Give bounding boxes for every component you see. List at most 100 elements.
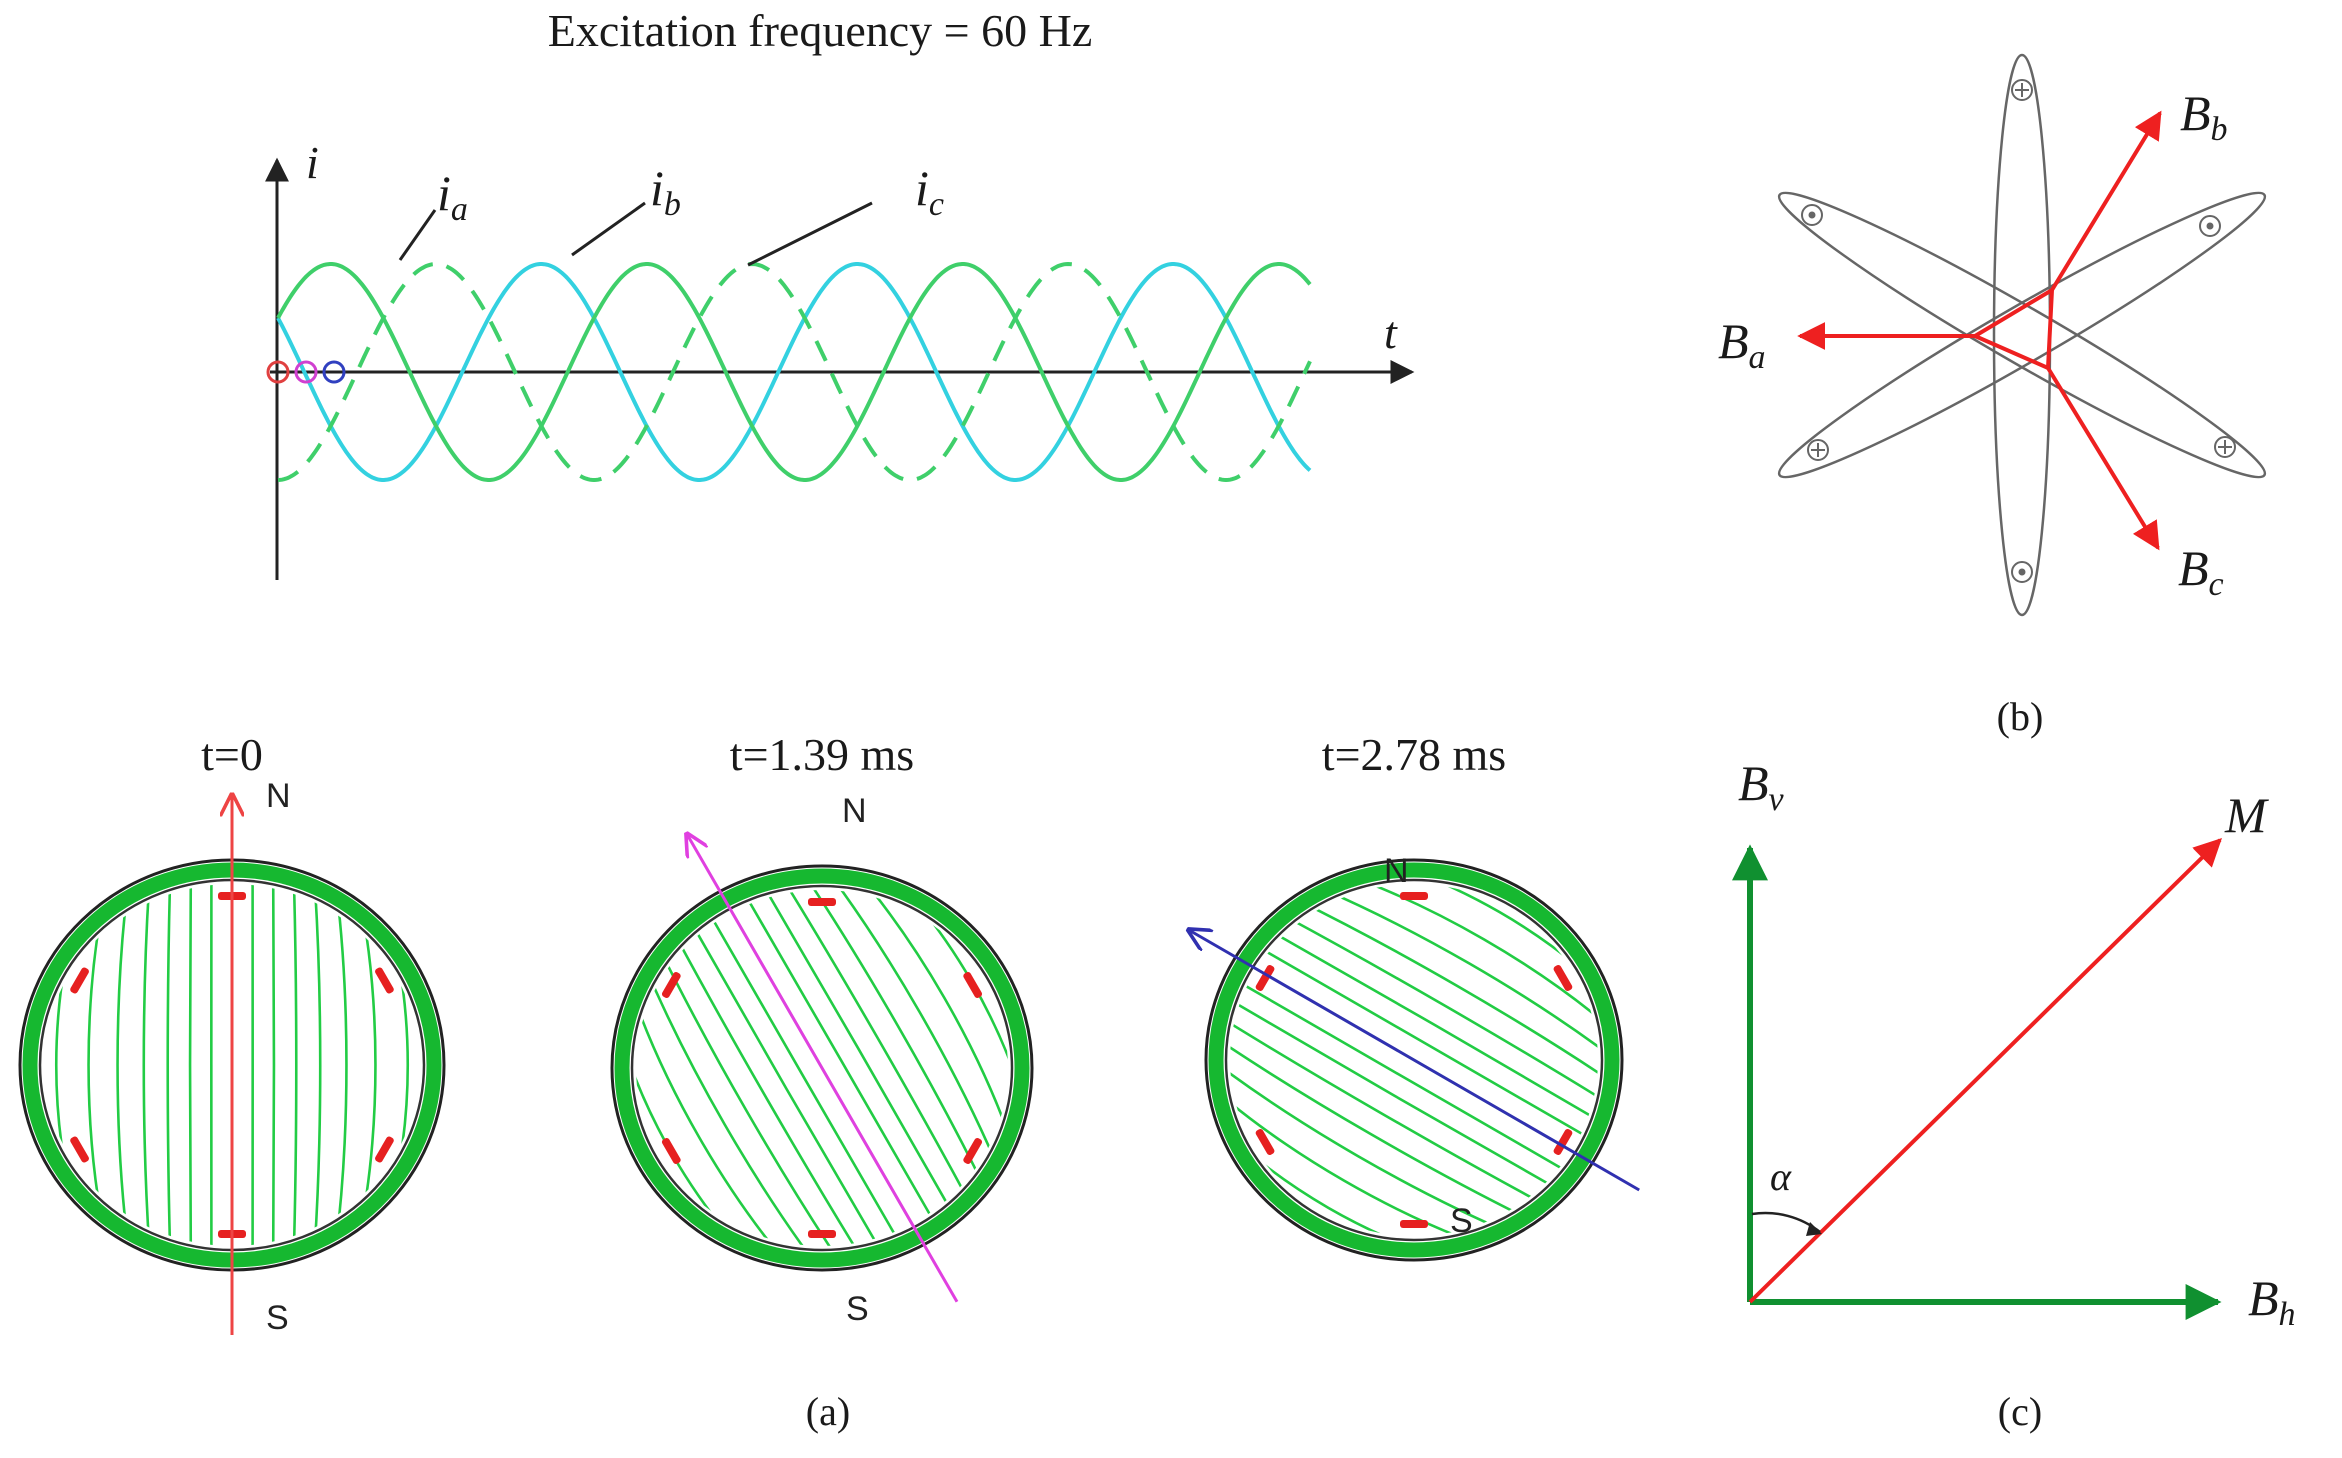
magnet-segment bbox=[963, 971, 983, 999]
conductor-lower-right bbox=[2214, 436, 2236, 458]
current-b-curve bbox=[277, 261, 1312, 483]
label-bh: Bh bbox=[2248, 1270, 2296, 1333]
magnet-segment bbox=[1255, 1128, 1275, 1156]
panel-b-windings: Ba Bb Bc (b) bbox=[1718, 53, 2267, 739]
field-line bbox=[762, 890, 952, 1210]
label-ia: ia bbox=[437, 165, 468, 228]
origin-marker-b bbox=[294, 360, 318, 384]
north-label: N bbox=[266, 777, 291, 815]
current-c-curve bbox=[276, 262, 1312, 482]
field-line bbox=[1294, 897, 1598, 1084]
label-bc: Bc bbox=[2178, 540, 2224, 603]
label-ib: ib bbox=[650, 160, 681, 223]
field-line bbox=[1230, 1036, 1534, 1223]
field-line bbox=[1264, 949, 1584, 1136]
north-label: N bbox=[842, 792, 867, 830]
field-line bbox=[710, 916, 899, 1240]
magnet-segment bbox=[375, 967, 394, 994]
magnet-segment bbox=[1400, 892, 1428, 900]
north-label: N bbox=[1384, 852, 1409, 890]
magnet-segment bbox=[1400, 1220, 1428, 1228]
field-line bbox=[640, 957, 829, 1246]
snapshot-label-2: t=2.78 ms bbox=[1322, 729, 1506, 780]
caption-b: (b) bbox=[1997, 694, 2044, 739]
field-line bbox=[292, 884, 298, 1246]
vector-bb bbox=[2050, 110, 2162, 292]
magnet-segment bbox=[963, 1137, 983, 1165]
magnet-segment bbox=[1553, 1128, 1573, 1156]
conductor-top bbox=[2011, 79, 2033, 101]
snapshot-label-1: t=1.39 ms bbox=[730, 729, 914, 780]
snapshot-label-0: t=0 bbox=[201, 729, 263, 780]
field-line bbox=[333, 884, 348, 1246]
waveform-panel: i t ia ib ic bbox=[265, 137, 1415, 580]
conductor-bottom bbox=[2011, 561, 2033, 583]
field-line bbox=[116, 884, 131, 1246]
magnet-segment bbox=[808, 898, 836, 906]
field-line bbox=[1274, 932, 1595, 1119]
current-a-curve bbox=[276, 262, 1312, 482]
field-line bbox=[188, 884, 193, 1246]
winding-vertical bbox=[1992, 53, 2052, 617]
snapshot-rotor-1: NS bbox=[610, 792, 1034, 1328]
field-line bbox=[780, 890, 969, 1200]
stator-outer-edge bbox=[610, 864, 1034, 1272]
stator-inner-edge bbox=[1224, 878, 1604, 1242]
label-alpha: α bbox=[1770, 1154, 1792, 1199]
field-line bbox=[1324, 884, 1598, 1032]
label-bv: Bv bbox=[1738, 755, 1785, 818]
stator-inner-edge bbox=[630, 884, 1014, 1252]
magnet-segment bbox=[1553, 964, 1573, 992]
magnet-segment bbox=[661, 971, 681, 999]
field-line bbox=[868, 890, 1008, 1149]
pole-axis-arrow bbox=[687, 834, 959, 1303]
field-line bbox=[745, 896, 934, 1220]
origin-marker-c bbox=[322, 360, 346, 384]
caption-c: (c) bbox=[1998, 1389, 2042, 1434]
south-label: S bbox=[1450, 1202, 1473, 1240]
conductor-lower-left bbox=[1807, 439, 1829, 461]
south-label: S bbox=[846, 1290, 869, 1328]
current-axis-label: i bbox=[306, 137, 319, 188]
caption-a: (a) bbox=[806, 1389, 850, 1434]
pole-axis-arrow bbox=[1189, 930, 1640, 1192]
winding-diagonal-up bbox=[1777, 191, 2267, 479]
stator-ring bbox=[614, 868, 1030, 1268]
magnet-segment bbox=[1255, 964, 1275, 992]
vector-m bbox=[1748, 838, 2222, 1304]
snapshot-rotor-2: NS bbox=[1152, 852, 1640, 1262]
field-line bbox=[313, 884, 322, 1246]
origin-marker-a bbox=[266, 360, 290, 384]
field-line bbox=[1230, 1053, 1524, 1236]
panel-a-snapshots: t=0 t=1.39 ms t=2.78 ms NS NS NS (a) bbox=[18, 729, 1640, 1434]
field-line bbox=[850, 890, 1008, 1159]
field-line bbox=[657, 946, 846, 1246]
panel-c-vectors: α Bv Bh M (c) bbox=[1732, 755, 2296, 1434]
field-line bbox=[1304, 884, 1598, 1067]
snapshot-rotor-0: NS bbox=[18, 777, 446, 1337]
vector-bc bbox=[2046, 366, 2160, 551]
label-m: M bbox=[2224, 787, 2269, 843]
field-line bbox=[1233, 1001, 1554, 1188]
field-line bbox=[1230, 1088, 1504, 1236]
figure-title: Excitation frequency = 60 Hz bbox=[548, 5, 1093, 56]
field-line bbox=[636, 987, 776, 1246]
stator-ring bbox=[1208, 862, 1620, 1258]
magnet-segment bbox=[70, 1136, 89, 1163]
field-line bbox=[1244, 984, 1564, 1171]
angle-arc-head bbox=[1806, 1222, 1822, 1236]
south-label: S bbox=[266, 1299, 289, 1337]
vector-hub bbox=[1973, 286, 2055, 371]
field-line bbox=[166, 884, 172, 1246]
field-line bbox=[271, 884, 276, 1246]
stator-outer-edge bbox=[1204, 858, 1624, 1262]
label-ba: Ba bbox=[1718, 313, 1766, 376]
label-bb: Bb bbox=[2180, 85, 2228, 148]
field-line bbox=[692, 926, 882, 1246]
field-line bbox=[636, 977, 794, 1246]
magnet-segment bbox=[70, 967, 89, 994]
magnet-segment bbox=[661, 1137, 681, 1165]
winding-diagonal-down bbox=[1777, 191, 2267, 479]
label-ic: ic bbox=[915, 160, 944, 223]
